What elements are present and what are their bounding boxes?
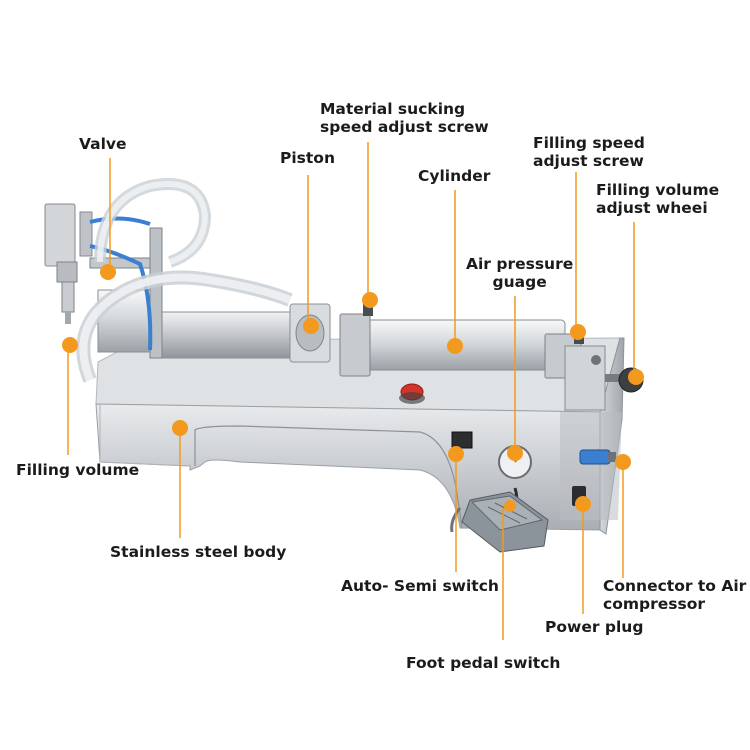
callout-dots (62, 264, 644, 512)
label-connector-line1: Connector to Air (603, 577, 747, 595)
label-foot-pedal-switch: Foot pedal switch (406, 654, 561, 672)
piston-dot (303, 318, 319, 334)
label-material-sucking: Material sucking speed adjust screw (320, 100, 489, 136)
label-material-sucking-line2: speed adjust screw (320, 118, 489, 136)
label-connector: Connector to Air compressor (603, 577, 746, 613)
label-connector-line2: compressor (603, 595, 705, 613)
label-filling-speed: Filling speed adjust screw (533, 134, 645, 170)
label-filling-speed-line2: adjust screw (533, 152, 644, 170)
label-cylinder: Cylinder (418, 167, 491, 185)
filling-volume-dot (62, 337, 78, 353)
connector-dot (615, 454, 631, 470)
valve-dot (100, 264, 116, 280)
power-plug-dot (575, 496, 591, 512)
label-filling-volume-wheel-line2: adjust wheei (596, 199, 708, 217)
filling-speed-dot (570, 324, 586, 340)
valve-body (44, 203, 76, 267)
label-power-plug: Power plug (545, 618, 644, 636)
body-front-face (95, 403, 601, 531)
label-valve: Valve (79, 135, 127, 153)
auto-semi-dot (448, 446, 464, 462)
label-air-pressure-line1: Air pressure (466, 255, 574, 273)
label-piston: Piston (280, 149, 335, 167)
leader-lines (67, 142, 635, 640)
label-auto-semi-switch: Auto- Semi switch (341, 577, 499, 595)
filling-volume-wheel-dot (628, 369, 644, 385)
label-filling-volume-wheel: Filling volume adjust wheei (596, 181, 719, 217)
cylinder-dot (447, 338, 463, 354)
label-stainless-steel-body: Stainless steel body (110, 543, 287, 561)
label-filling-volume-wheel-line1: Filling volume (596, 181, 720, 199)
material-sucking-dot (362, 292, 378, 308)
label-air-pressure: Air pressure guage (466, 255, 573, 291)
label-filling-speed-line1: Filling speed (533, 134, 645, 152)
foot-pedal-dot (504, 500, 516, 512)
label-material-sucking-line1: Material sucking (320, 100, 466, 118)
body-dot (172, 420, 188, 436)
label-filling-volume: Filling volume (16, 461, 140, 479)
air-pressure-dot (507, 445, 523, 461)
label-air-pressure-line2: guage (492, 273, 547, 291)
